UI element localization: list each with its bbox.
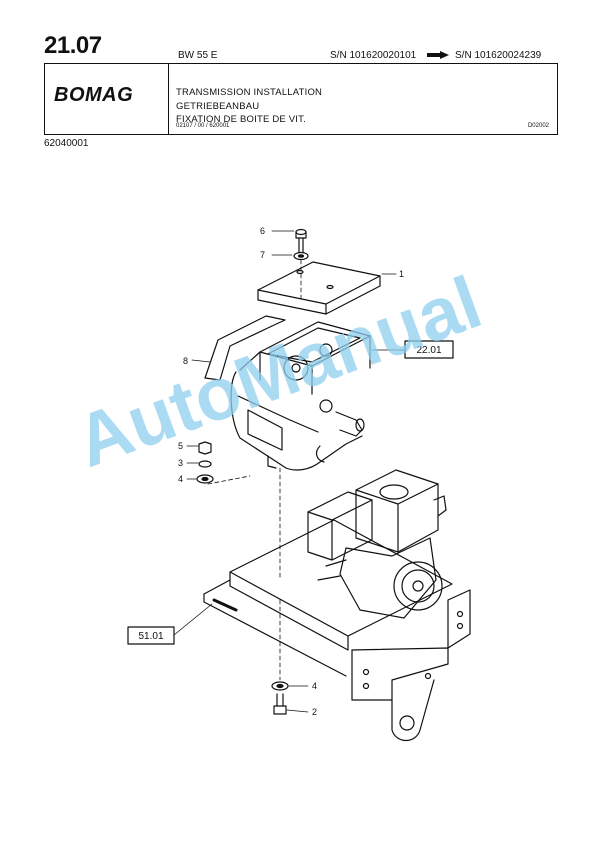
callout-4-top: 4 (178, 474, 183, 484)
title-block-divider (168, 64, 169, 134)
model-label: BW 55 E (178, 50, 218, 61)
callout-ref-22-01: 22.01 (416, 345, 441, 356)
callout-6: 6 (260, 226, 265, 236)
title-english: TRANSMISSION INSTALLATION (176, 87, 323, 98)
engine (307, 469, 447, 619)
callout-ref-51-01: 51.01 (138, 631, 163, 642)
callout-4-bottom: 4 (312, 681, 317, 691)
arrow-right-icon (427, 51, 449, 59)
callout-8: 8 (183, 356, 188, 366)
leader-lines (173, 230, 405, 713)
callout-2: 2 (312, 707, 317, 717)
title-french: FIXATION DE BOITE DE VIT. (176, 114, 306, 125)
brand-logo: BOMAG (54, 84, 134, 106)
title-german: GETRIEBEANBAU (176, 101, 260, 112)
washer-part-3 (198, 460, 212, 468)
gearbox-housing (230, 321, 371, 471)
assembly-axis-lines (207, 259, 302, 681)
serial-from: S/N 101620020101 (330, 50, 417, 61)
reference-box-22-01 (404, 340, 454, 359)
callout-5: 5 (178, 441, 183, 451)
bolt-part-2 (273, 693, 287, 715)
screw-part-6 (295, 228, 307, 253)
page-number: 21.07 (44, 32, 102, 59)
gasket-part-8 (204, 315, 286, 381)
reference-box-51-01 (127, 626, 175, 645)
title-block: BOMAG TRANSMISSION INSTALLATION GETRIEBE… (44, 63, 558, 135)
washer-part-4-bottom (271, 681, 289, 691)
reference-code: 02107 / 00 / 620001 (176, 123, 230, 129)
part-number: 62040001 (44, 138, 89, 149)
callout-7: 7 (260, 250, 265, 260)
washer-part-4 (196, 474, 214, 484)
document-code: D02002 (527, 123, 549, 129)
serial-to: S/N 101620024239 (455, 50, 542, 61)
base-frame (203, 519, 471, 742)
callout-1: 1 (399, 269, 404, 279)
cover-plate-part-1 (257, 261, 381, 315)
nut-part-5 (198, 441, 212, 455)
washer-part-7 (293, 251, 309, 261)
callout-3: 3 (178, 458, 183, 468)
